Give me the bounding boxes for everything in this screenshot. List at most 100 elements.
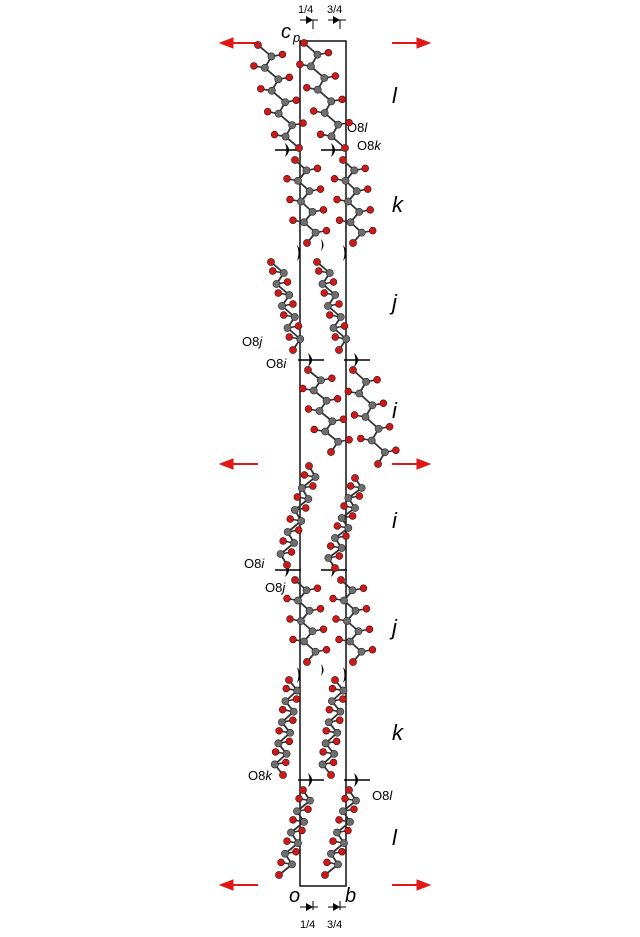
oxygen-atom — [250, 62, 258, 70]
oxygen-atom — [269, 267, 277, 275]
carbon-atom — [302, 586, 311, 595]
twofold-axis-icon — [321, 239, 324, 251]
molecule-chain — [318, 676, 348, 779]
carbon-atom — [350, 166, 359, 175]
carbon-atom — [300, 218, 308, 227]
oxygen-atom — [309, 107, 318, 115]
o8-label: O8j — [265, 580, 286, 595]
oxygen-atom — [359, 584, 368, 592]
top-quarter-marker — [300, 16, 318, 29]
carbon-atom — [343, 617, 351, 625]
carbon-atom — [357, 647, 366, 656]
oxygen-atom — [328, 374, 336, 382]
oxygen-atom — [325, 705, 334, 714]
oxygen-atom — [271, 748, 280, 756]
carbon-atom — [293, 686, 302, 695]
oxygen-atom — [345, 118, 353, 127]
carbon-atom — [279, 269, 288, 277]
c-axis-subscript: p — [292, 30, 300, 45]
carbon-atom — [281, 132, 290, 141]
oxygen-atom — [339, 156, 347, 164]
oxygen-atom — [341, 144, 349, 152]
carbon-atom — [362, 377, 371, 386]
carbon-atom — [336, 707, 345, 716]
oxygen-atom — [365, 625, 374, 633]
right-arrow-icon — [392, 879, 432, 891]
oxygen-atom — [292, 848, 300, 856]
oxygen-atom — [313, 584, 322, 592]
carbon-atom — [297, 517, 306, 525]
layer-label: k — [392, 720, 404, 745]
oxygen-atom — [351, 474, 359, 482]
oxygen-atom — [323, 858, 331, 867]
molecule-chains — [250, 39, 400, 879]
carbon-atom — [302, 166, 311, 175]
oxygen-atom — [355, 492, 364, 500]
molecule-chain — [283, 576, 331, 666]
molecule-chain — [321, 786, 360, 879]
oxygen-atom — [285, 73, 294, 82]
carbon-atom — [285, 291, 294, 299]
top-quarter-label: 1/4 — [298, 4, 313, 16]
oxygen-atom — [278, 50, 287, 59]
oxygen-atom — [283, 278, 292, 286]
oxygen-atom — [335, 552, 344, 560]
carbon-atom — [333, 728, 342, 737]
oxygen-atom — [329, 837, 337, 845]
carbon-atom — [286, 728, 295, 737]
carbon-atom — [346, 817, 354, 826]
oxygen-atom — [348, 512, 357, 520]
carbon-atom — [305, 606, 314, 615]
oxygen-atom — [333, 195, 341, 204]
carbon-atom — [290, 313, 299, 321]
carbon-atom — [354, 627, 363, 636]
carbon-atom — [288, 121, 297, 130]
oxygen-atom — [286, 195, 294, 204]
oxygen-atom — [267, 258, 275, 266]
layer-label: i — [392, 398, 398, 423]
carbon-atom — [316, 376, 325, 385]
oxygen-atom — [304, 366, 312, 374]
carbon-atom — [283, 528, 292, 536]
oxygen-atom — [291, 156, 299, 164]
oxygen-atom — [332, 615, 340, 623]
oxygen-atom — [300, 471, 309, 479]
layer-label: k — [392, 192, 404, 217]
oxygen-atom — [322, 646, 331, 654]
carbon-atom — [309, 386, 318, 395]
carbon-atom — [281, 697, 290, 706]
carbon-atom — [329, 324, 338, 332]
carbon-atom — [308, 207, 317, 216]
carbon-atom — [290, 506, 299, 514]
oxygen-atom — [322, 226, 331, 235]
oxygen-atom — [316, 605, 325, 613]
red-arrows — [218, 37, 432, 891]
origin-label: o — [289, 885, 300, 907]
molecule-chain — [296, 39, 353, 152]
carbon-atom — [346, 218, 355, 227]
o8-label: O8j — [242, 334, 263, 349]
oxygen-atom — [303, 83, 311, 92]
oxygen-atom — [335, 635, 343, 644]
oxygen-atom — [316, 130, 325, 139]
oxygen-atom — [345, 786, 353, 794]
carbon-atom — [300, 817, 308, 826]
carbon-atom — [281, 98, 290, 107]
oxygen-atom — [304, 805, 312, 813]
oxygen-atom — [379, 399, 388, 407]
oxygen-atom — [304, 405, 313, 413]
oxygen-atom — [289, 816, 297, 824]
oxygen-atom — [350, 805, 358, 813]
oxygen-atom — [254, 41, 262, 49]
twofold-axis-icon — [297, 667, 301, 683]
bottom-axis-labels: o b 1/4 3/4 — [289, 885, 356, 931]
oxygen-atom — [329, 758, 338, 767]
twofold-axis-icon — [321, 664, 324, 676]
carbon-atom — [318, 280, 327, 288]
carbon-atom — [320, 74, 329, 82]
oxygen-atom — [278, 705, 287, 714]
oxygen-atom — [328, 684, 337, 693]
oxygen-atom — [299, 384, 307, 393]
carbon-atom — [339, 807, 347, 816]
oxygen-atom — [369, 226, 377, 235]
